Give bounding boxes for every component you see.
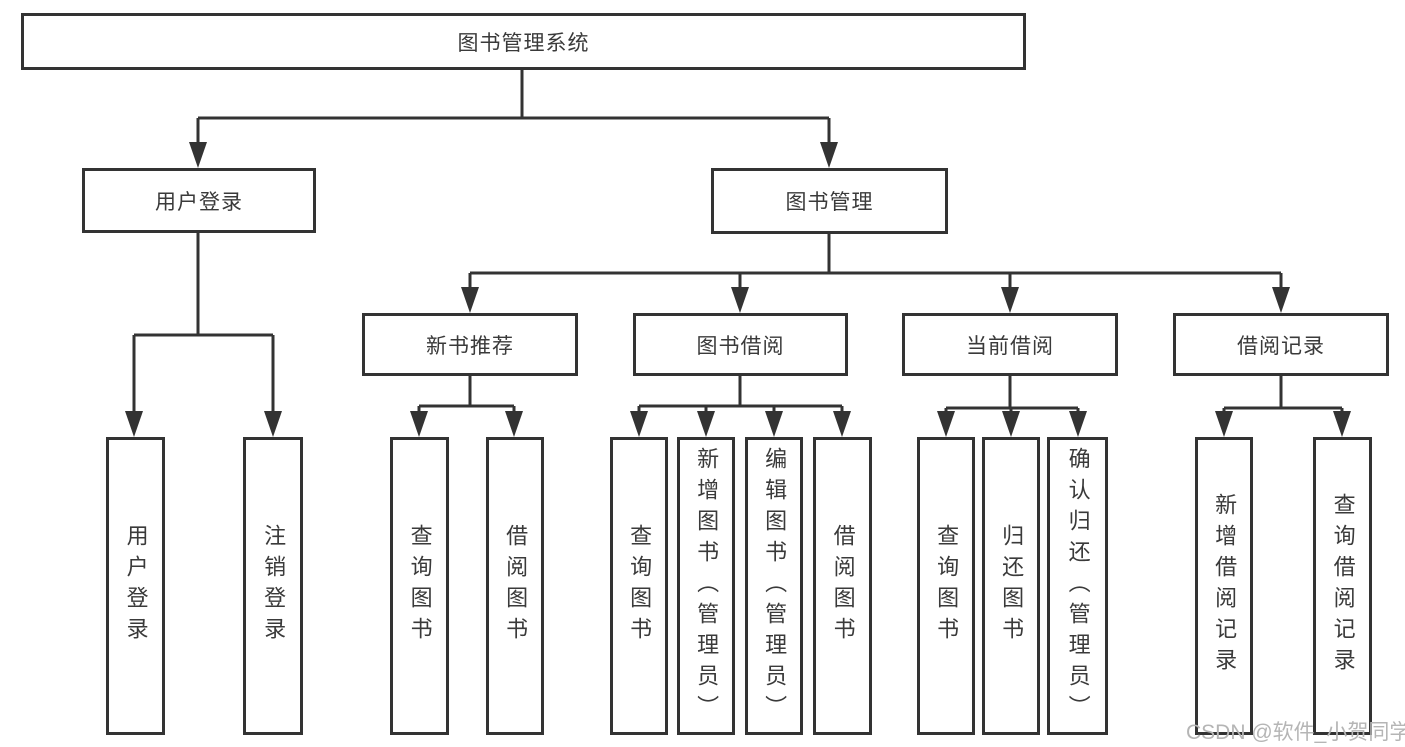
leaf-newbooks-borrow-label: 借阅图书 [503, 524, 529, 648]
leaf-records-query-label: 查询借阅记录 [1330, 493, 1356, 679]
node-new-book-recommend-label: 新书推荐 [426, 334, 514, 358]
leaf-borrow-add-admin-label: 新增图书（管理员） [694, 446, 720, 726]
leaf-records-add-label: 新增借阅记录 [1212, 493, 1238, 679]
node-current-borrowing-label: 当前借阅 [966, 334, 1054, 358]
node-root: 图书管理系统 [21, 13, 1026, 70]
csdn-watermark: CSDN @软件_小贺同学 [1186, 721, 1405, 744]
arrowhead [461, 287, 479, 313]
node-user-login: 用户登录 [82, 168, 316, 233]
arrowhead [1069, 411, 1087, 437]
arrowhead [1272, 287, 1290, 313]
leaf-current-query: 查询图书 [917, 437, 975, 735]
leaf-newbooks-borrow: 借阅图书 [486, 437, 544, 735]
node-current-borrowing: 当前借阅 [902, 313, 1118, 376]
node-book-management: 图书管理 [711, 168, 948, 234]
leaf-user-login: 用户登录 [106, 437, 165, 735]
node-user-login-label: 用户登录 [155, 190, 243, 214]
leaf-borrow-borrow: 借阅图书 [813, 437, 872, 735]
arrowhead [505, 411, 523, 437]
arrowhead [125, 411, 143, 437]
leaf-borrow-edit-admin: 编辑图书（管理员） [745, 437, 803, 735]
leaf-newbooks-query-label: 查询图书 [407, 524, 433, 648]
node-book-borrowing-label: 图书借阅 [696, 334, 785, 358]
leaf-current-return-label: 归还图书 [999, 524, 1025, 648]
arrowhead [820, 142, 838, 168]
leaf-borrow-add-admin: 新增图书（管理员） [677, 437, 735, 735]
leaf-records-query: 查询借阅记录 [1313, 437, 1372, 735]
leaf-current-confirm-admin: 确认归还（管理员） [1047, 437, 1108, 735]
arrowhead [630, 411, 648, 437]
leaf-newbooks-query: 查询图书 [390, 437, 449, 735]
leaf-current-confirm-admin-label: 确认归还（管理员） [1065, 446, 1091, 726]
arrowhead [1001, 287, 1019, 313]
leaf-borrow-query-label: 查询图书 [627, 524, 653, 648]
node-book-borrowing: 图书借阅 [633, 313, 848, 376]
node-root-label: 图书管理系统 [457, 31, 590, 55]
arrowhead [697, 411, 715, 437]
node-new-book-recommend: 新书推荐 [362, 313, 578, 376]
arrowhead [1215, 411, 1233, 437]
leaf-logout-label: 注销登录 [261, 524, 287, 648]
leaf-user-login-label: 用户登录 [123, 524, 149, 648]
leaf-current-query-label: 查询图书 [934, 524, 960, 648]
arrowhead [264, 411, 282, 437]
arrowhead [731, 287, 749, 313]
leaf-borrow-borrow-label: 借阅图书 [830, 524, 856, 648]
leaf-borrow-query: 查询图书 [610, 437, 668, 735]
arrowhead [833, 411, 851, 437]
node-borrow-records-label: 借阅记录 [1237, 334, 1325, 358]
node-borrow-records: 借阅记录 [1173, 313, 1389, 376]
node-book-management-label: 图书管理 [785, 191, 874, 214]
leaf-records-add: 新增借阅记录 [1195, 437, 1253, 735]
arrowhead [937, 411, 955, 437]
arrowhead [410, 411, 428, 437]
leaf-borrow-edit-admin-label: 编辑图书（管理员） [762, 446, 788, 726]
arrowhead [1333, 411, 1351, 437]
arrowhead [765, 411, 783, 437]
arrowhead [1002, 411, 1020, 437]
leaf-current-return: 归还图书 [982, 437, 1040, 735]
leaf-logout: 注销登录 [243, 437, 303, 735]
arrowhead [189, 142, 207, 168]
